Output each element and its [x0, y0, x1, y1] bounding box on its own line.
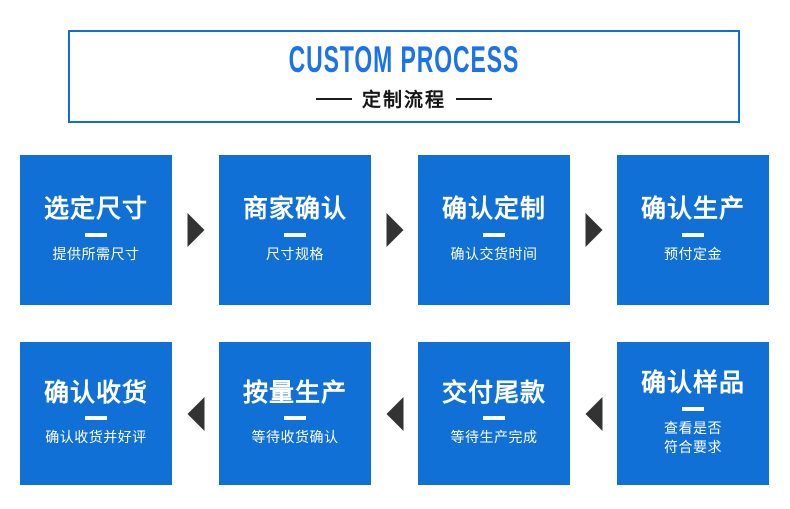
process-step-5-subtitle: 查看是否 符合要求 — [664, 420, 722, 456]
process-step-4-box[interactable]: 确认生产 预付定金 — [617, 155, 769, 305]
rule-left-icon — [315, 97, 352, 100]
process-connector-2 — [371, 155, 418, 305]
process-step-2-title: 商家确认 — [242, 194, 347, 224]
process-step-7-divider — [284, 416, 306, 421]
arrow-right-icon — [386, 213, 403, 247]
process-step-2-divider — [284, 232, 306, 237]
process-step-3-divider — [483, 232, 505, 237]
rule-right-icon — [456, 97, 492, 100]
process-step-1-divider — [85, 232, 107, 237]
process-step-3-box[interactable]: 确认定制 确认交货时间 — [418, 155, 570, 305]
process-step-7[interactable]: 按量生产 等待收货确认 — [219, 342, 371, 485]
process-step-6-subtitle: 等待生产完成 — [450, 430, 538, 447]
process-step-2-box[interactable]: 商家确认 尺寸规格 — [219, 155, 371, 305]
process-flow: 选定尺寸 提供所需尺寸 商家确认 尺寸规格 确认定制 确认交货时间 — [20, 155, 770, 485]
arrow-left-icon — [187, 396, 204, 431]
arrow-left-icon — [585, 396, 602, 431]
header-frame: CUSTOM PROCESS 定制流程 — [68, 30, 740, 123]
process-step-3-subtitle: 确认交货时间 — [450, 246, 538, 263]
process-step-2[interactable]: 商家确认 尺寸规格 — [219, 155, 371, 305]
process-step-5[interactable]: 确认样品 查看是否 符合要求 — [617, 342, 769, 485]
process-step-6-title: 交付尾款 — [441, 377, 546, 407]
process-step-1-subtitle: 提供所需尺寸 — [52, 246, 140, 263]
process-step-8-title: 确认收货 — [43, 377, 148, 407]
arrow-right-icon — [585, 213, 602, 247]
process-step-1-title: 选定尺寸 — [43, 194, 148, 224]
process-step-7-subtitle: 等待收货确认 — [251, 430, 339, 447]
process-connector-1 — [172, 155, 219, 305]
process-step-8-divider — [85, 416, 107, 421]
process-step-6-box[interactable]: 交付尾款 等待生产完成 — [418, 342, 570, 485]
process-step-4-subtitle: 预付定金 — [664, 246, 722, 263]
process-step-6[interactable]: 交付尾款 等待生产完成 — [418, 342, 570, 485]
process-step-4-title: 确认生产 — [640, 194, 745, 224]
process-connector-5 — [570, 342, 617, 485]
process-step-4[interactable]: 确认生产 预付定金 — [617, 155, 769, 305]
process-step-7-box[interactable]: 按量生产 等待收货确认 — [219, 342, 371, 485]
process-row-2: 确认收货 确认收货并好评 按量生产 等待收货确认 交付尾款 等待生产完成 — [20, 342, 770, 485]
process-step-8-subtitle: 确认收货并好评 — [45, 430, 147, 447]
process-step-5-title: 确认样品 — [640, 368, 745, 398]
arrow-right-icon — [187, 213, 204, 247]
process-step-1-box[interactable]: 选定尺寸 提供所需尺寸 — [20, 155, 172, 305]
process-step-6-divider — [483, 416, 505, 421]
process-row-1: 选定尺寸 提供所需尺寸 商家确认 尺寸规格 确认定制 确认交货时间 — [20, 155, 770, 305]
process-step-8-box[interactable]: 确认收货 确认收货并好评 — [20, 342, 172, 485]
arrow-left-icon — [386, 396, 403, 431]
process-step-8[interactable]: 确认收货 确认收货并好评 — [20, 342, 172, 485]
process-connector-7 — [172, 342, 219, 485]
process-step-2-subtitle: 尺寸规格 — [266, 246, 324, 263]
process-step-3-title: 确认定制 — [441, 194, 546, 224]
page-subtitle: 定制流程 — [361, 89, 446, 111]
process-connector-3 — [570, 155, 617, 305]
process-step-1[interactable]: 选定尺寸 提供所需尺寸 — [20, 155, 172, 305]
process-step-7-title: 按量生产 — [242, 377, 347, 407]
process-step-3[interactable]: 确认定制 确认交货时间 — [418, 155, 570, 305]
process-step-5-box[interactable]: 确认样品 查看是否 符合要求 — [617, 342, 769, 485]
process-step-5-divider — [682, 406, 704, 411]
process-connector-6 — [371, 342, 418, 485]
header-subtitle-row: 定制流程 — [315, 85, 492, 112]
page-title: CUSTOM PROCESS — [288, 39, 520, 80]
process-step-4-divider — [682, 232, 704, 237]
